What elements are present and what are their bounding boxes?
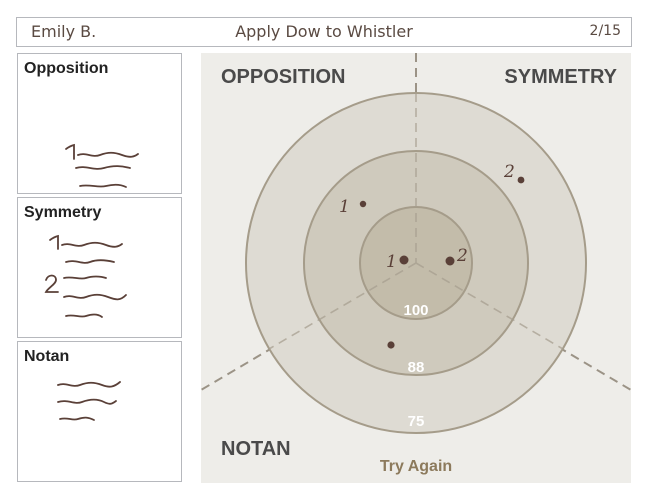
card-notan[interactable]: Notan [17, 341, 182, 482]
mark-notan[interactable] [387, 341, 395, 349]
mark-label: 1 [339, 197, 350, 217]
mark-dot [399, 255, 409, 265]
handwritten-notes [65, 143, 139, 188]
handwritten-notes [44, 234, 127, 318]
sector-label-notan: NOTAN [221, 438, 291, 460]
mark-dot [517, 176, 525, 184]
ring-score-88: 88 [408, 359, 425, 376]
page-title: Apply Dow to Whistler [235, 22, 413, 41]
sector-label-opposition: OPPOSITION [221, 66, 345, 88]
handwritten-notes [57, 381, 121, 421]
mark-center-1[interactable]: 1 [386, 252, 409, 272]
mark-label: 1 [386, 252, 397, 272]
student-name: Emily B. [31, 22, 97, 41]
ring-score-100: 100 [403, 302, 428, 319]
mark-dot [445, 256, 455, 266]
sector-dividers-overlay [268, 93, 564, 350]
ring-score-75: 75 [408, 413, 425, 430]
page-counter: 2/15 [589, 23, 621, 39]
card-title: Notan [24, 348, 70, 365]
mark-dot [359, 200, 367, 208]
mark-center-2[interactable]: 2 [445, 246, 468, 266]
mark-label: 2 [503, 162, 515, 182]
mark-opposition-2[interactable]: 1 [339, 197, 367, 217]
card-title: Opposition [24, 60, 109, 77]
mark-symmetry-1[interactable]: 2 [503, 162, 525, 184]
target-diagram[interactable]: OPPOSITION SYMMETRY NOTAN 100 88 75 1 2 … [201, 53, 631, 483]
try-again-button[interactable]: Try Again [380, 458, 452, 475]
mark-dot [387, 341, 395, 349]
card-title: Symmetry [24, 204, 102, 221]
card-symmetry[interactable]: Symmetry 1 2 [17, 197, 182, 338]
mark-label: 2 [456, 246, 468, 266]
sector-label-symmetry: SYMMETRY [504, 66, 617, 88]
card-opposition[interactable]: Opposition 1 2 [17, 53, 182, 194]
header-bar: Emily B. Apply Dow to Whistler 2/15 [16, 17, 632, 47]
target-area[interactable]: OPPOSITION SYMMETRY NOTAN 100 88 75 1 2 … [201, 53, 631, 483]
